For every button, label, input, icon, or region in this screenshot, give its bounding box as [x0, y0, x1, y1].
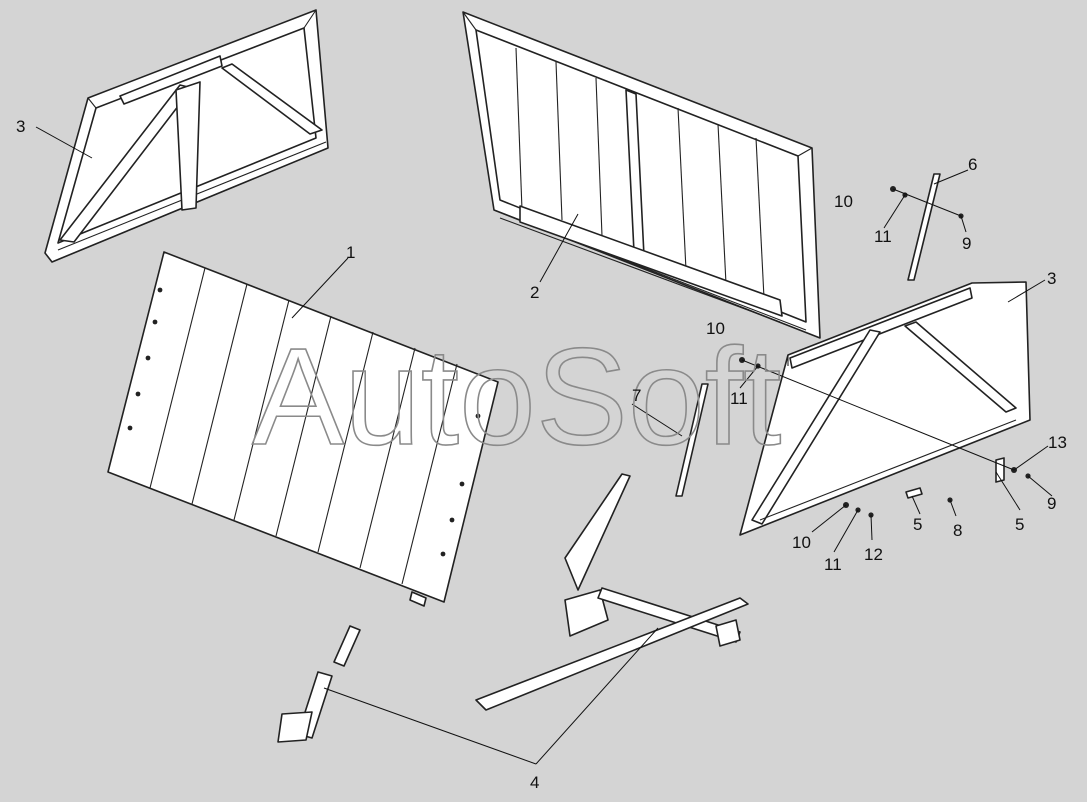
- callout-10-bottom: 10: [792, 533, 811, 552]
- floor-panel: [107, 251, 499, 607]
- stay-rod-6: [907, 173, 941, 281]
- callout-9-top: 9: [962, 234, 971, 253]
- callout-4: 4: [530, 773, 539, 792]
- callout-2: 2: [530, 283, 539, 302]
- right-side-frame: [739, 281, 1031, 536]
- callout-11-top: 11: [874, 227, 892, 246]
- callout-5-left: 5: [913, 515, 922, 534]
- callout-6: 6: [968, 155, 977, 174]
- callout-5-right: 5: [1015, 515, 1024, 534]
- left-side-frame: [44, 9, 329, 263]
- leader-lines: [35, 126, 1053, 765]
- callout-numbers: 3 1 2 3 6 10 11 9 10 11 7 13 9 5 5 8 10 …: [16, 117, 1067, 792]
- callout-8: 8: [953, 521, 962, 540]
- callout-3-left: 3: [16, 117, 25, 136]
- callout-10-mid: 10: [706, 319, 725, 338]
- callout-3-right: 3: [1047, 269, 1056, 288]
- callout-12: 12: [864, 545, 883, 564]
- callout-13: 13: [1048, 433, 1067, 452]
- callout-11-mid: 11: [730, 389, 748, 408]
- callout-9-right: 9: [1047, 494, 1056, 513]
- tailgate-linkage: [475, 473, 749, 711]
- watermark-text: AutoSoft: [252, 320, 781, 474]
- lift-cylinder-4: [277, 625, 361, 743]
- callout-11-bottom: 11: [824, 555, 842, 574]
- callout-10-top: 10: [834, 192, 853, 211]
- callout-7: 7: [632, 386, 641, 405]
- rod-7: [675, 383, 709, 497]
- rear-panel: [462, 11, 821, 339]
- callout-1: 1: [346, 243, 355, 262]
